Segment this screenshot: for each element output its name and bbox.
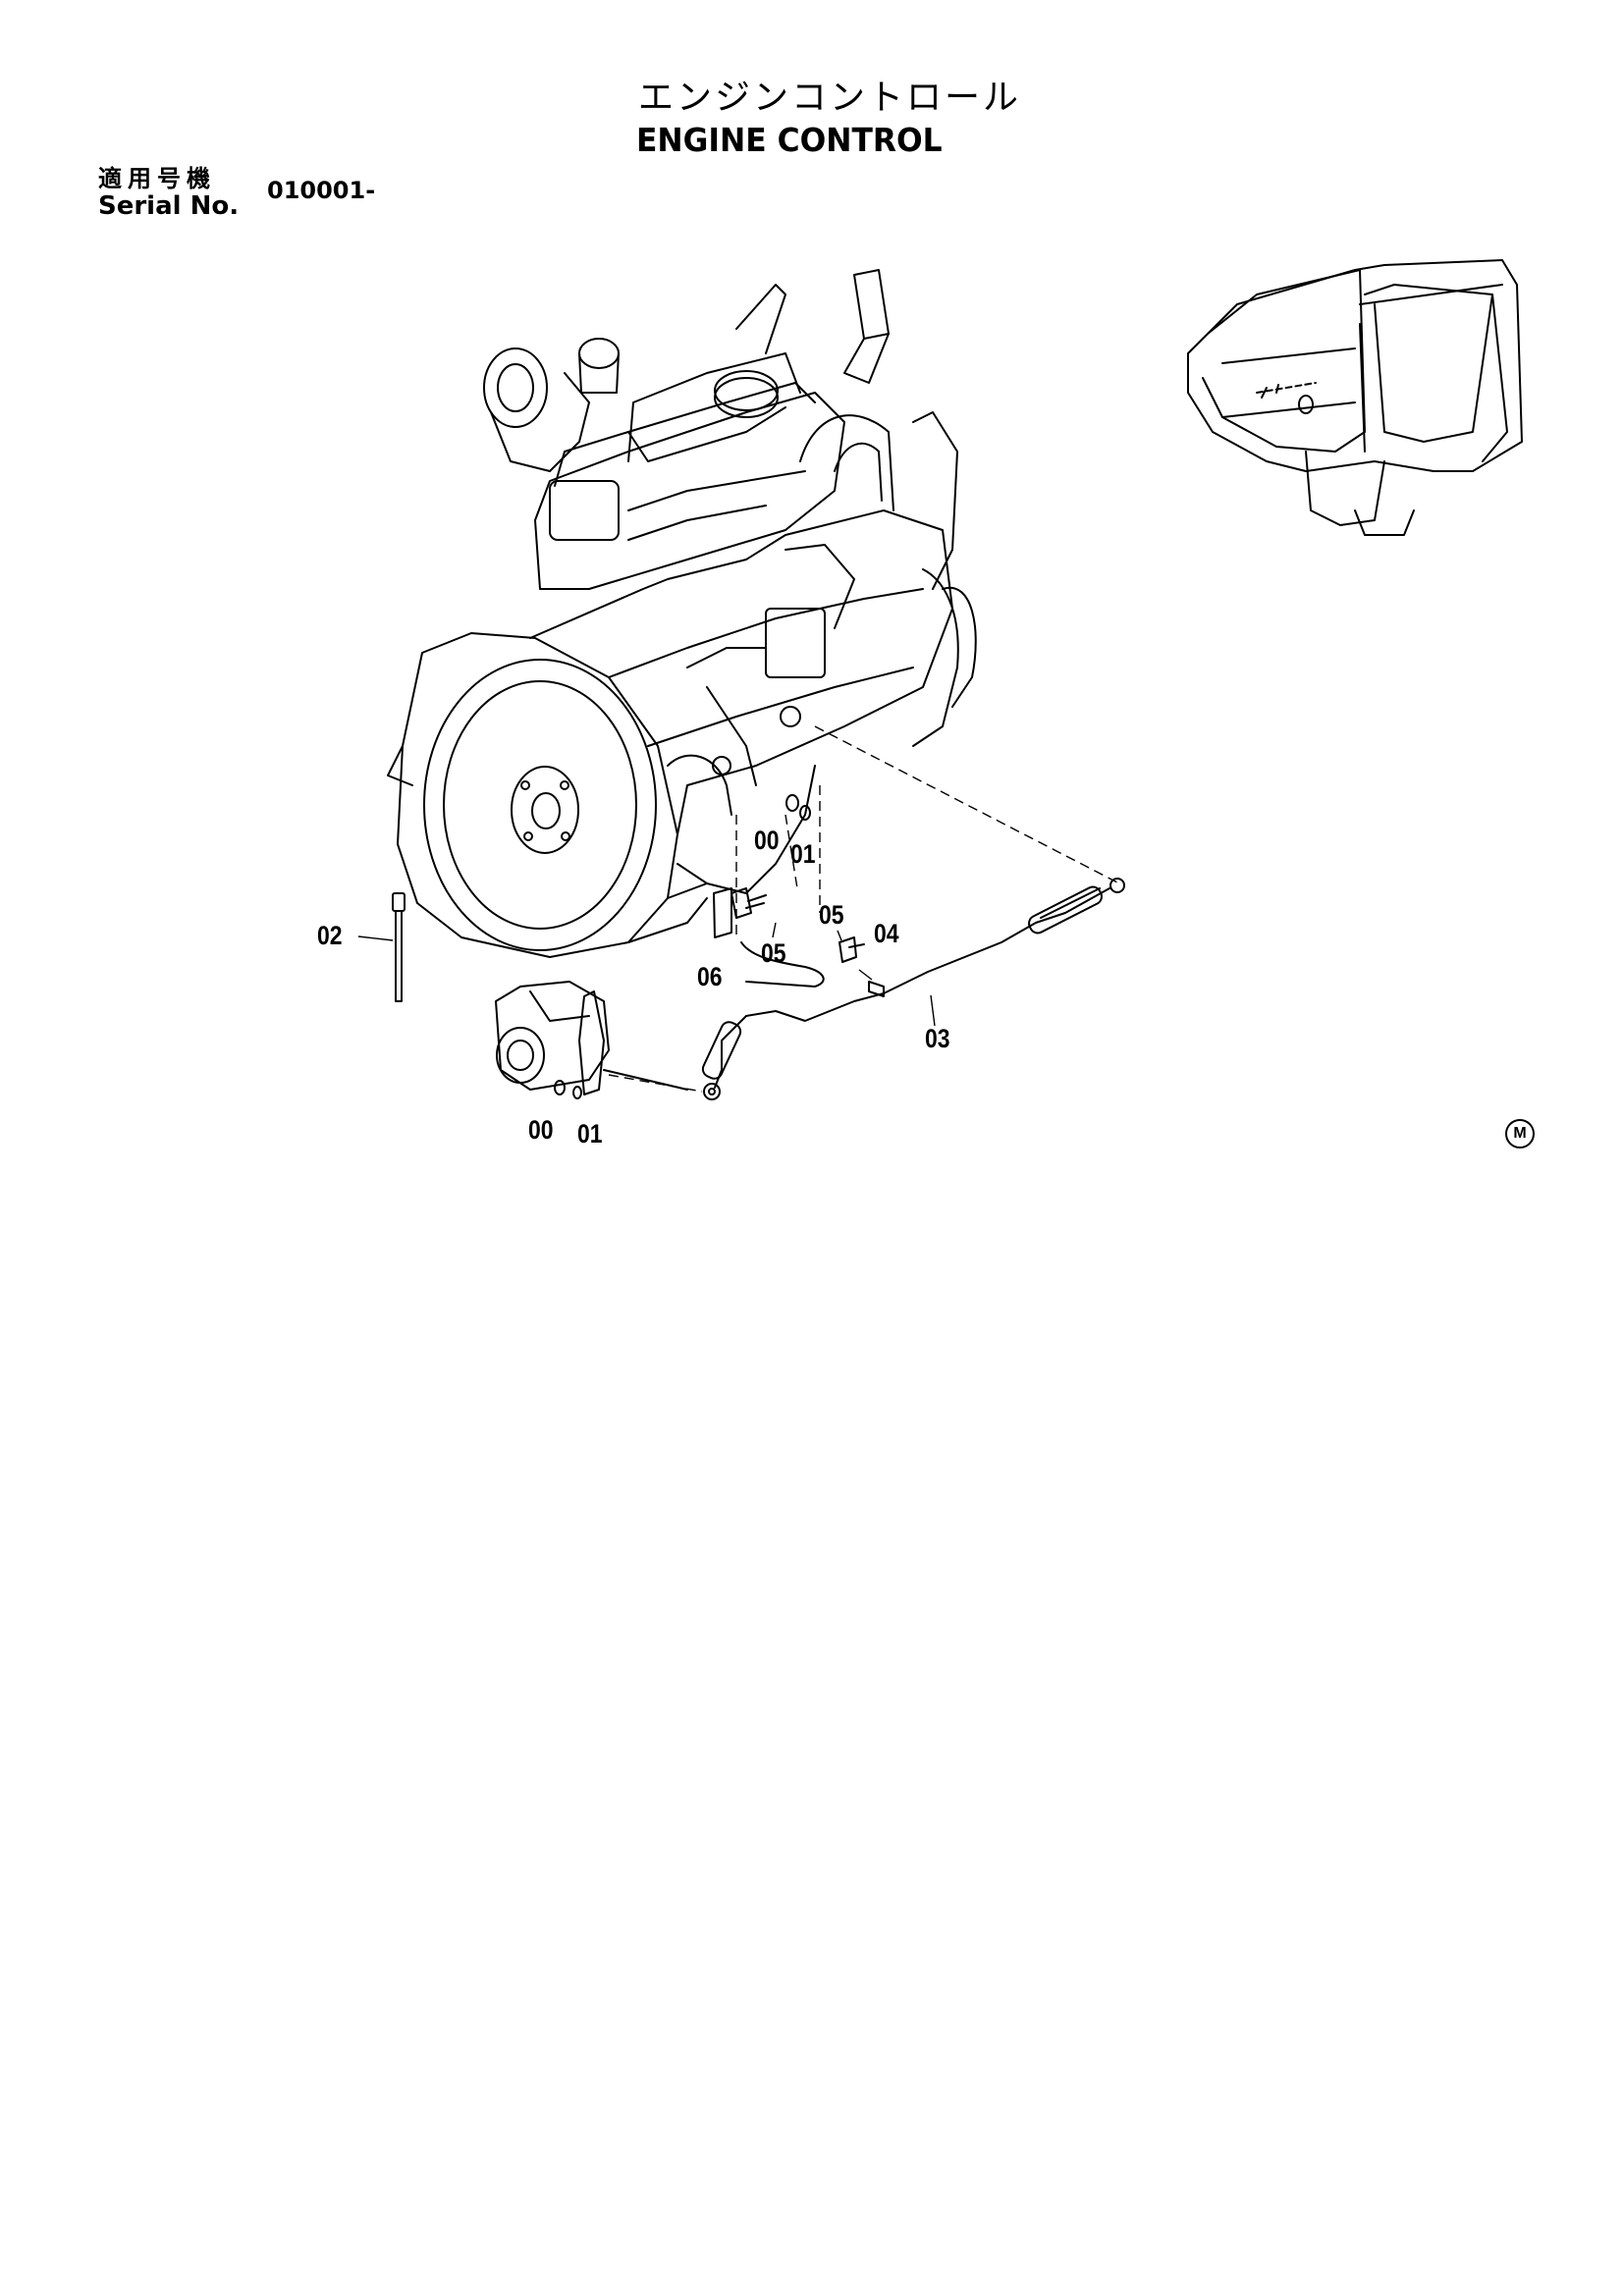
callout-00-upper: 00 <box>754 826 780 855</box>
m-mark: M <box>1505 1119 1535 1148</box>
bolt <box>554 794 865 1099</box>
callout-03: 03 <box>925 1024 950 1053</box>
callout-06: 06 <box>697 962 723 991</box>
serial-label-english: Serial No. <box>98 191 240 221</box>
title-japanese: エンジンコントロール <box>638 78 1022 118</box>
throttle-actuator <box>495 981 688 1095</box>
serial-label-japanese: 適用号機 <box>98 165 216 192</box>
callout-01-upper: 01 <box>790 839 816 869</box>
callout-01-lower: 01 <box>577 1119 603 1148</box>
callout-05-a: 05 <box>819 900 844 930</box>
callout-00-lower: 00 <box>528 1115 554 1145</box>
callout-05-b: 05 <box>761 938 786 968</box>
serial-value: 010001- <box>267 177 376 204</box>
excavator-location-icon <box>1187 259 1523 536</box>
cable-tie <box>392 892 406 1002</box>
callout-04: 04 <box>874 919 899 948</box>
engine-control-cable <box>701 878 1125 1100</box>
engine-illustration <box>387 269 977 958</box>
title-english: ENGINE CONTROL <box>636 121 943 159</box>
callout-02: 02 <box>317 921 343 950</box>
